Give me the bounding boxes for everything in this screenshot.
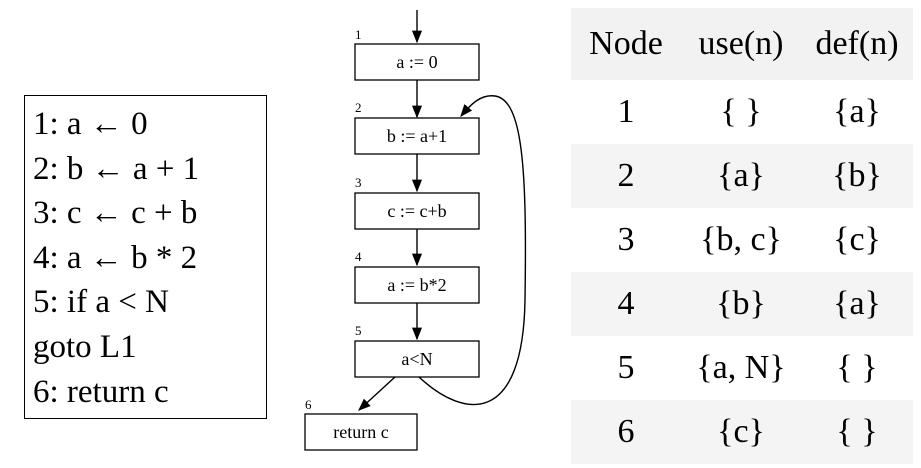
cell-node: 3	[571, 208, 681, 272]
cell-def: { }	[801, 400, 913, 464]
column-header-node: Node	[571, 8, 681, 80]
node-number: 4	[355, 249, 362, 264]
flow-node-4: 4 a := b*2	[354, 249, 480, 304]
flow-node-3: 3 c := c+b	[354, 175, 480, 230]
flow-node-1: 1 a := 0	[354, 27, 480, 81]
node-number: 6	[305, 397, 312, 412]
flow-node-2: 2 b := a+1	[354, 100, 480, 155]
cell-node: 1	[571, 80, 681, 144]
cell-node: 2	[571, 144, 681, 208]
node-label: b := a+1	[387, 126, 447, 146]
node-number: 1	[355, 27, 362, 42]
table-row: 3 {b, c} {c}	[571, 208, 913, 272]
flow-node-5: 5 a<N	[354, 323, 480, 378]
node-label: a<N	[401, 349, 432, 369]
node-number: 3	[355, 175, 362, 190]
cell-def: {a}	[801, 272, 913, 336]
back-edge-5-2	[418, 95, 527, 406]
edge-5-6	[358, 376, 396, 411]
node-number: 5	[355, 323, 362, 338]
code-line: goto L1	[33, 328, 137, 365]
cell-use: { }	[681, 80, 801, 144]
cell-use: {a, N}	[681, 336, 801, 400]
code-line: 1: a ← 0	[33, 106, 148, 142]
cell-def: {c}	[801, 208, 913, 272]
cell-node: 6	[571, 400, 681, 464]
cell-node: 4	[571, 272, 681, 336]
table-row: 6 {c} { }	[571, 400, 913, 464]
node-label: return c	[333, 422, 388, 442]
cell-node: 5	[571, 336, 681, 400]
code-line: 6: return c	[33, 373, 169, 410]
cell-def: {b}	[801, 144, 913, 208]
code-line: 5: if a < N	[33, 284, 169, 321]
table-row: 5 {a, N} { }	[571, 336, 913, 400]
table-row: 1 { } {a}	[571, 80, 913, 144]
column-header-use: use(n)	[681, 8, 801, 80]
code-line: 2: b ← a + 1	[33, 150, 200, 187]
control-flow-graph: 1 a := 0 2 b := a+1 3 c := c+b 4 a := b*…	[304, 10, 527, 451]
node-label: c := c+b	[387, 201, 446, 221]
node-number: 2	[355, 100, 362, 115]
cell-use: {a}	[681, 144, 801, 208]
column-header-def: def(n)	[801, 8, 913, 80]
flow-node-6: 6 return c	[304, 397, 418, 451]
cell-use: {b}	[681, 272, 801, 336]
code-line: 4: a ← b * 2	[33, 239, 198, 276]
table-header-row: Node use(n) def(n)	[571, 8, 913, 80]
node-label: a := b*2	[387, 275, 446, 295]
code-line: 3: c ← c + b	[33, 195, 198, 232]
use-def-table: Node use(n) def(n) 1 { } {a} 2 {a} {b} 3…	[571, 8, 913, 464]
cell-use: {c}	[681, 400, 801, 464]
cell-use: {b, c}	[681, 208, 801, 272]
node-label: a := 0	[396, 52, 437, 72]
table-row: 2 {a} {b}	[571, 144, 913, 208]
table-row: 4 {b} {a}	[571, 272, 913, 336]
cell-def: { }	[801, 336, 913, 400]
code-listing: 1: a ← 0 2: b ← a + 1 3: c ← c + b 4: a …	[24, 95, 267, 419]
cell-def: {a}	[801, 80, 913, 144]
